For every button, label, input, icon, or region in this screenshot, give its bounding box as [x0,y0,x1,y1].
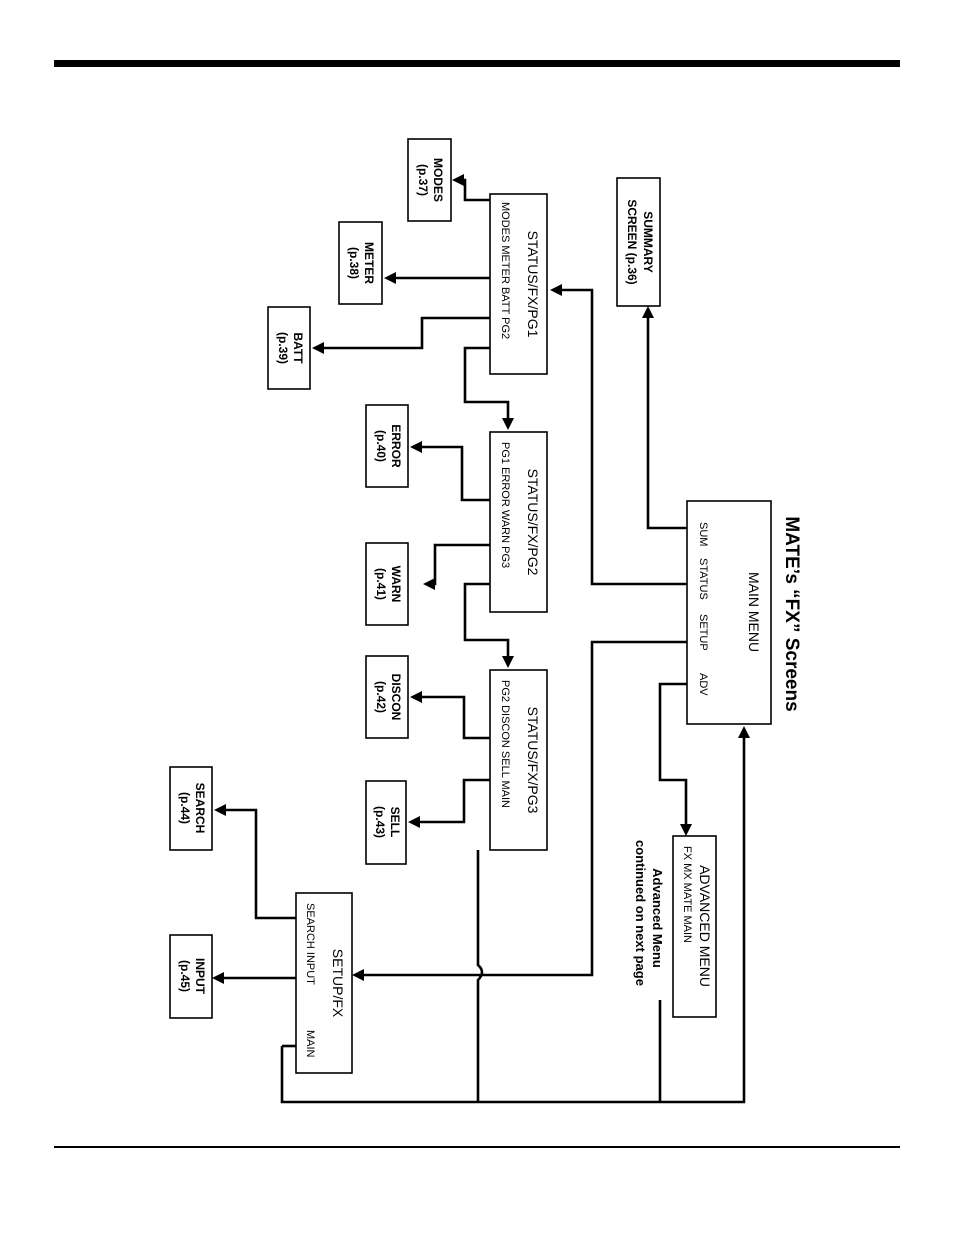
leaf-warn-name: WARN [389,566,403,603]
leaf-input-name: INPUT [193,958,207,995]
setup-options: SEARCH INPUT [304,903,316,985]
setup-option-main: MAIN [304,1030,316,1058]
status-fx-pg2-box: STATUS/FX/PG2 PG1 ERROR WARN PG3 [489,431,548,613]
status-fx-pg3-box: STATUS/FX/PG3 PG2 DISCON SELL MAIN [489,669,548,851]
leaf-meter-name: METER [362,242,376,284]
pg2-options: PG1 ERROR WARN PG3 [499,442,511,568]
advanced-title: ADVANCED MENU [697,865,713,987]
leaf-warn-page: (p.41) [374,568,388,600]
leaf-batt-box: BATT (p.39) [267,306,311,390]
leaf-error-page: (p.40) [374,430,388,462]
summary-line2: SCREEN (p.36) [625,199,639,284]
leaf-error-name: ERROR [389,424,403,468]
leaf-batt-page: (p.39) [276,332,290,364]
status-fx-pg1-box: STATUS/FX/PG1 MODES METER BATT PG2 [489,193,548,375]
summary-screen-box: SUMMARY SCREEN (p.36) [616,177,661,307]
pg3-title: STATUS/FX/PG3 [525,707,541,814]
page-title: MATE’s “FX” Screens [781,516,802,711]
leaf-batt-name: BATT [291,332,305,364]
leaf-modes-box: MODES (p.37) [407,138,452,222]
leaf-search-page: (p.44) [178,792,192,824]
arrowheads [212,174,750,984]
main-menu-box: MAIN MENU SUM STATUS SETUP ADV [686,500,772,725]
advanced-note-line1: Advanced Menu [650,868,665,968]
leaf-input-page: (p.45) [178,960,192,992]
advanced-menu-box: ADVANCED MENU FX MX MATE MAIN [672,835,717,1018]
main-menu-option-adv: ADV [697,673,709,696]
pg1-title: STATUS/FX/PG1 [525,231,541,338]
leaf-search-name: SEARCH [193,783,207,834]
leaf-sell-page: (p.43) [373,806,387,838]
leaf-modes-page: (p.37) [416,164,430,196]
leaf-meter-page: (p.38) [347,247,361,279]
leaf-error-box: ERROR (p.40) [365,404,409,488]
setup-fx-box: SETUP/FX SEARCH INPUT MAIN [295,892,353,1074]
leaf-meter-box: METER (p.38) [338,221,383,305]
leaf-modes-name: MODES [431,158,445,202]
bottom-rule [54,1146,900,1148]
connectors [220,178,746,1104]
pg1-options: MODES METER BATT PG2 [499,202,511,339]
leaf-warn-box: WARN (p.41) [365,542,409,626]
main-menu-title: MAIN MENU [746,572,762,652]
leaf-discon-page: (p.42) [374,681,388,713]
advanced-note-line2: continued on next page [633,840,648,986]
leaf-search-box: SEARCH (p.44) [169,766,213,851]
main-menu-option-setup: SETUP [697,614,709,651]
pg3-options: PG2 DISCON SELL MAIN [499,680,511,808]
main-menu-option-sum: SUM [697,522,709,546]
leaf-sell-name: SELL [388,807,402,838]
top-rule [54,60,900,67]
setup-title: SETUP/FX [330,949,346,1018]
leaf-input-box: INPUT (p.45) [169,934,213,1019]
leaf-sell-box: SELL (p.43) [365,780,407,865]
main-menu-option-status: STATUS [697,558,709,600]
leaf-discon-name: DISCON [389,674,403,721]
leaf-discon-box: DISCON (p.42) [365,655,409,739]
pg2-title: STATUS/FX/PG2 [525,469,541,576]
summary-line1: SUMMARY [641,211,655,273]
advanced-options: FX MX MATE MAIN [681,846,693,943]
